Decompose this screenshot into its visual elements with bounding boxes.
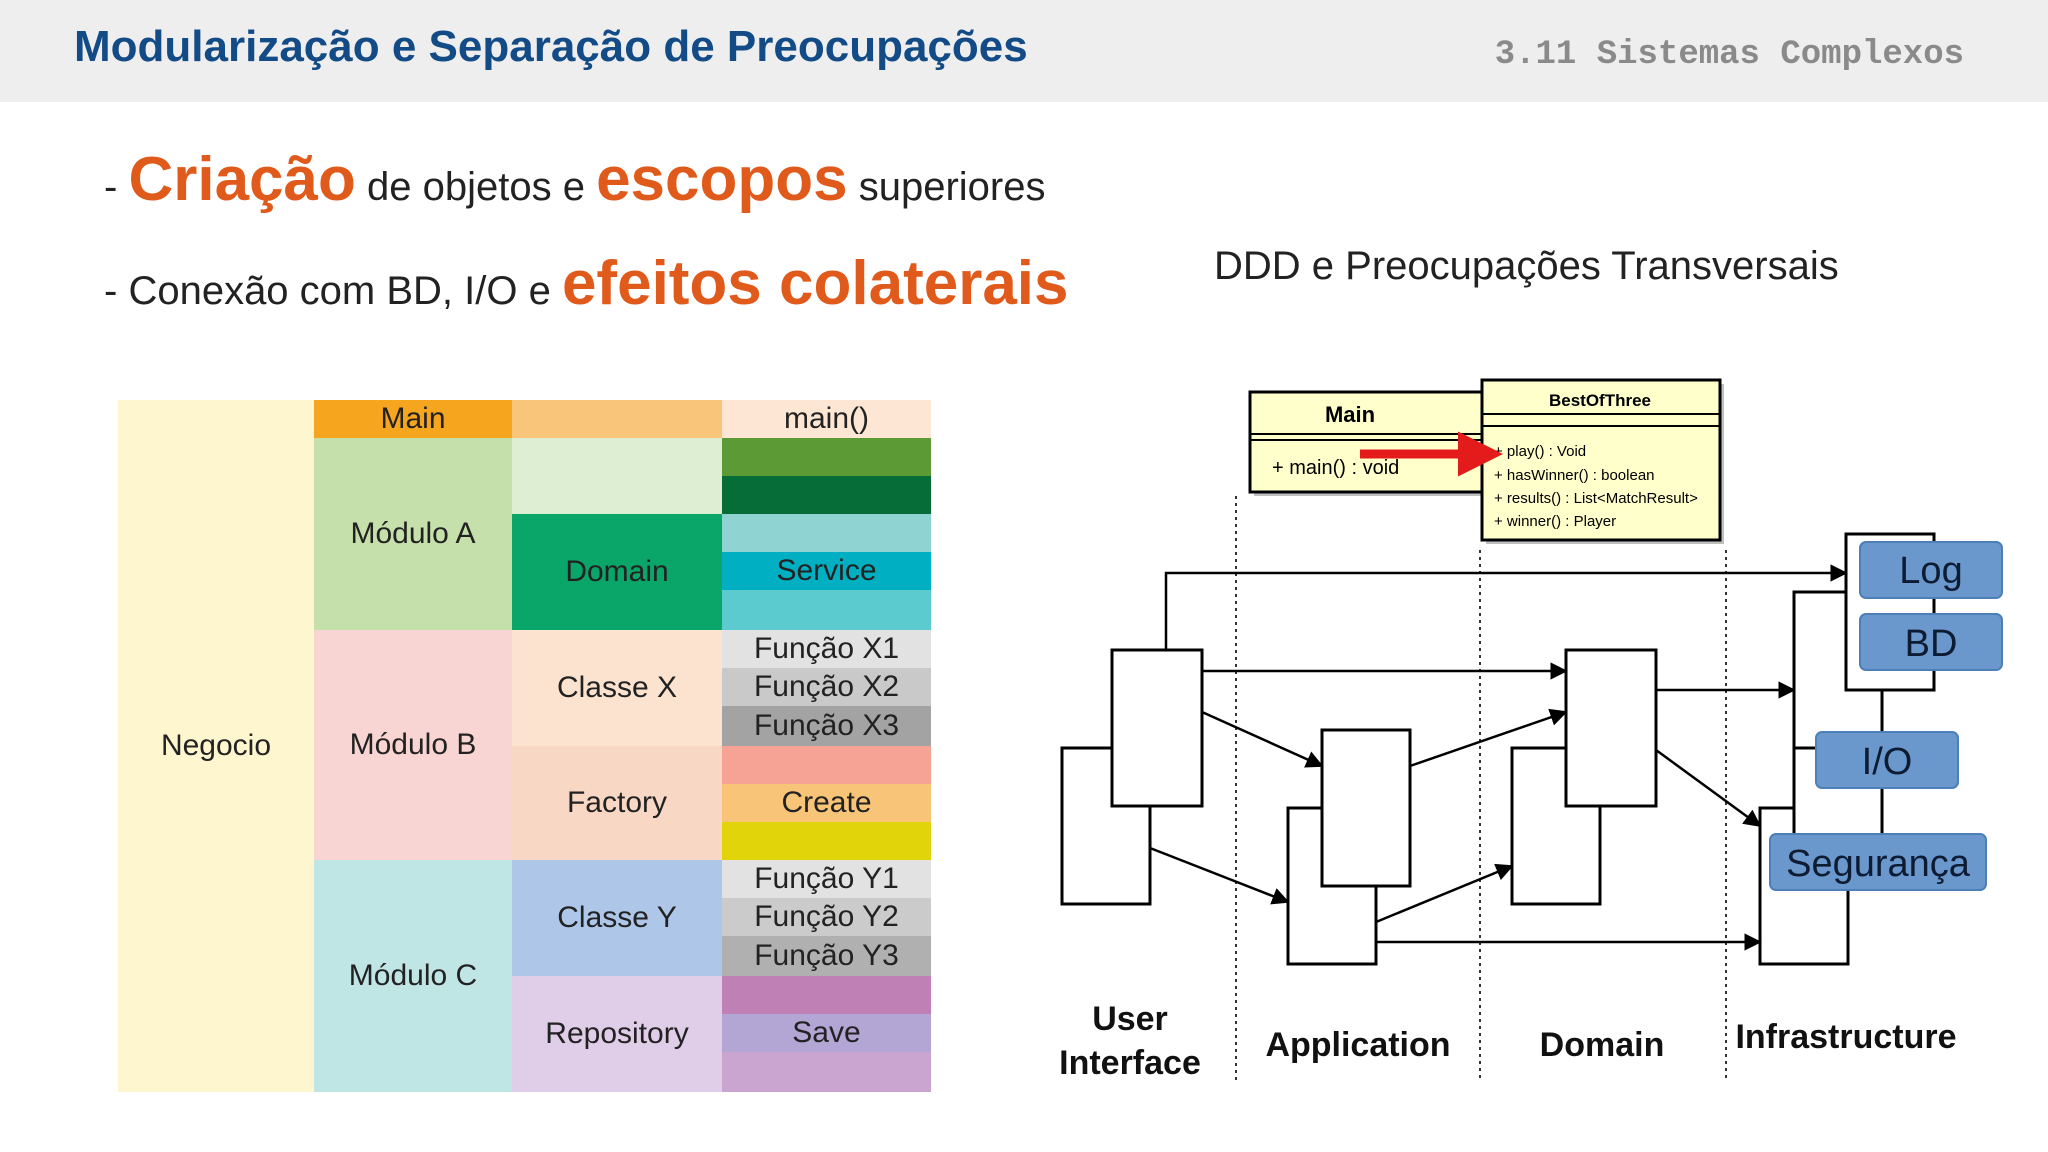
uml-best-method-results: + results() : List<MatchResult> bbox=[1494, 490, 1698, 507]
funcao-x3-cell: Função X3 bbox=[722, 706, 931, 746]
funcao-y2-label: Função Y2 bbox=[754, 900, 899, 933]
layer-infrastructure: Infrastructure bbox=[1735, 1018, 1956, 1056]
funcao-x2-label: Função X2 bbox=[753, 670, 900, 703]
main-fn-label: main() bbox=[783, 402, 869, 435]
main-spacer bbox=[512, 400, 722, 438]
app-box-front bbox=[1320, 728, 1412, 888]
uml-best-method-haswinner: + hasWinner() : boolean bbox=[1494, 467, 1655, 484]
uml-main-name: Main bbox=[1325, 402, 1375, 427]
funcao-y3-label: Função Y3 bbox=[754, 939, 899, 972]
funcao-y2-cell: Função Y2 bbox=[722, 898, 931, 936]
domain-label: Domain bbox=[565, 555, 669, 588]
bullet-dash: - bbox=[104, 165, 129, 209]
negocio-label: Negocio bbox=[160, 729, 272, 762]
func-d3-cell bbox=[722, 590, 931, 630]
main-fn-cell: main() bbox=[722, 400, 931, 438]
highlight-escopos: escopos bbox=[596, 145, 848, 214]
arrow-domain-infra-2 bbox=[1655, 748, 1762, 828]
funcao-y1-cell: Função Y1 bbox=[722, 860, 931, 898]
log-label: Log bbox=[1899, 550, 1962, 592]
create-label: Create bbox=[781, 786, 872, 819]
slide-title: Modularização e Separação de Preocupaçõe… bbox=[74, 22, 1028, 71]
modulo-c-label: Módulo C bbox=[348, 959, 478, 992]
repository-cell: Repository bbox=[512, 976, 722, 1092]
ui-box-front bbox=[1110, 648, 1204, 808]
layer-application: Application bbox=[1265, 1026, 1450, 1064]
io-label: I/O bbox=[1862, 741, 1913, 783]
seguranca-label: Segurança bbox=[1786, 843, 1971, 885]
uml-main-class: Main + main() : void bbox=[1248, 390, 1488, 496]
funcao-y3-cell: Função Y3 bbox=[722, 936, 931, 976]
func-a1-cell bbox=[722, 438, 931, 476]
classe-y-label: Classe Y bbox=[557, 901, 677, 934]
domain-box-front bbox=[1564, 648, 1658, 808]
save-cell: Save bbox=[722, 1014, 931, 1052]
func-f3-cell bbox=[722, 822, 931, 860]
bullet-text: superiores bbox=[847, 165, 1046, 209]
classe-y-cell: Classe Y bbox=[512, 860, 722, 976]
arrow-app-domain-back bbox=[1375, 863, 1514, 924]
classe-x-cell: Classe X bbox=[512, 630, 722, 746]
layer-domain: Domain bbox=[1540, 1026, 1665, 1064]
service-cell: Service bbox=[722, 552, 931, 590]
concern-labels: Log BD I/O Segurança bbox=[1769, 541, 2003, 891]
main-label: Main bbox=[380, 402, 446, 435]
layer-separators bbox=[1235, 496, 1727, 1080]
func-d1-cell bbox=[722, 514, 931, 552]
modulo-b-cell: Módulo B bbox=[314, 630, 512, 860]
modulo-a-label: Módulo A bbox=[350, 517, 476, 550]
uml-best-name: BestOfThree bbox=[1549, 391, 1651, 410]
highlight-criacao: Criação bbox=[128, 145, 356, 214]
uml-best-method-winner: + winner() : Player bbox=[1494, 513, 1616, 530]
ddd-caption: DDD e Preocupações Transversais bbox=[1214, 244, 1839, 288]
modulo-a-spacer bbox=[512, 438, 722, 514]
main-cell: Main bbox=[314, 400, 512, 438]
seguranca-badge bbox=[1769, 833, 1987, 891]
log-badge bbox=[1859, 541, 2003, 599]
bullet-creation: - Criação de objetos e escopos superiore… bbox=[104, 144, 1046, 215]
modulo-b-label: Módulo B bbox=[349, 728, 477, 761]
funcao-y1-label: Função Y1 bbox=[754, 862, 899, 895]
arrow-app-domain bbox=[1409, 708, 1568, 768]
arrow-ui-app-back bbox=[1149, 846, 1290, 905]
funcao-x2-cell: Função X2 bbox=[722, 668, 931, 706]
io-badge bbox=[1815, 731, 1959, 789]
bullet-text: de objetos e bbox=[355, 165, 597, 209]
service-label: Service bbox=[776, 554, 877, 587]
bullet-connection: - Conexão com BD, I/O e efeitos colatera… bbox=[104, 248, 1069, 319]
repository-label: Repository bbox=[545, 1017, 689, 1050]
funcao-x3-label: Função X3 bbox=[753, 709, 900, 742]
negocio-cell: Negocio bbox=[118, 400, 314, 1092]
create-cell: Create bbox=[722, 784, 931, 822]
bullet-dash: - bbox=[104, 269, 129, 313]
func-r1-cell bbox=[722, 976, 931, 1014]
bullet-text: Conexão com BD, I/O e bbox=[128, 269, 562, 313]
func-f1-cell bbox=[722, 746, 931, 784]
arrow-ui-log bbox=[1164, 564, 1848, 650]
func-a2-cell bbox=[722, 476, 931, 514]
funcao-x1-cell: Função X1 bbox=[722, 630, 931, 668]
domain-cell: Domain bbox=[512, 514, 722, 630]
factory-cell: Factory bbox=[512, 746, 722, 860]
factory-label: Factory bbox=[566, 786, 668, 819]
uml-main-method: + main() : void bbox=[1272, 457, 1399, 479]
slide-header bbox=[0, 0, 2048, 102]
arrow-ui-app bbox=[1201, 710, 1324, 768]
bd-label: BD bbox=[1905, 623, 1958, 665]
modulo-a-cell: Módulo A bbox=[314, 438, 512, 630]
layer-ui-line1: User bbox=[1092, 1000, 1168, 1038]
highlight-efeitos: efeitos colaterais bbox=[561, 249, 1069, 318]
layer-ui-line2: Interface bbox=[1059, 1044, 1201, 1082]
save-label: Save bbox=[792, 1016, 861, 1049]
layer-labels: User Interface Application Domain Infras… bbox=[1059, 1000, 1956, 1082]
section-label: 3.11 Sistemas Complexos bbox=[1494, 36, 1964, 74]
modulo-c-cell: Módulo C bbox=[314, 860, 512, 1092]
bd-badge bbox=[1859, 613, 2003, 671]
uml-bestofthree-class: BestOfThree + play() : Void + hasWinner(… bbox=[1480, 378, 1724, 544]
func-r3-cell bbox=[722, 1052, 931, 1092]
uml-best-method-play: + play() : Void bbox=[1494, 443, 1586, 460]
classe-x-label: Classe X bbox=[556, 671, 678, 704]
funcao-x1-label: Função X1 bbox=[753, 632, 900, 665]
